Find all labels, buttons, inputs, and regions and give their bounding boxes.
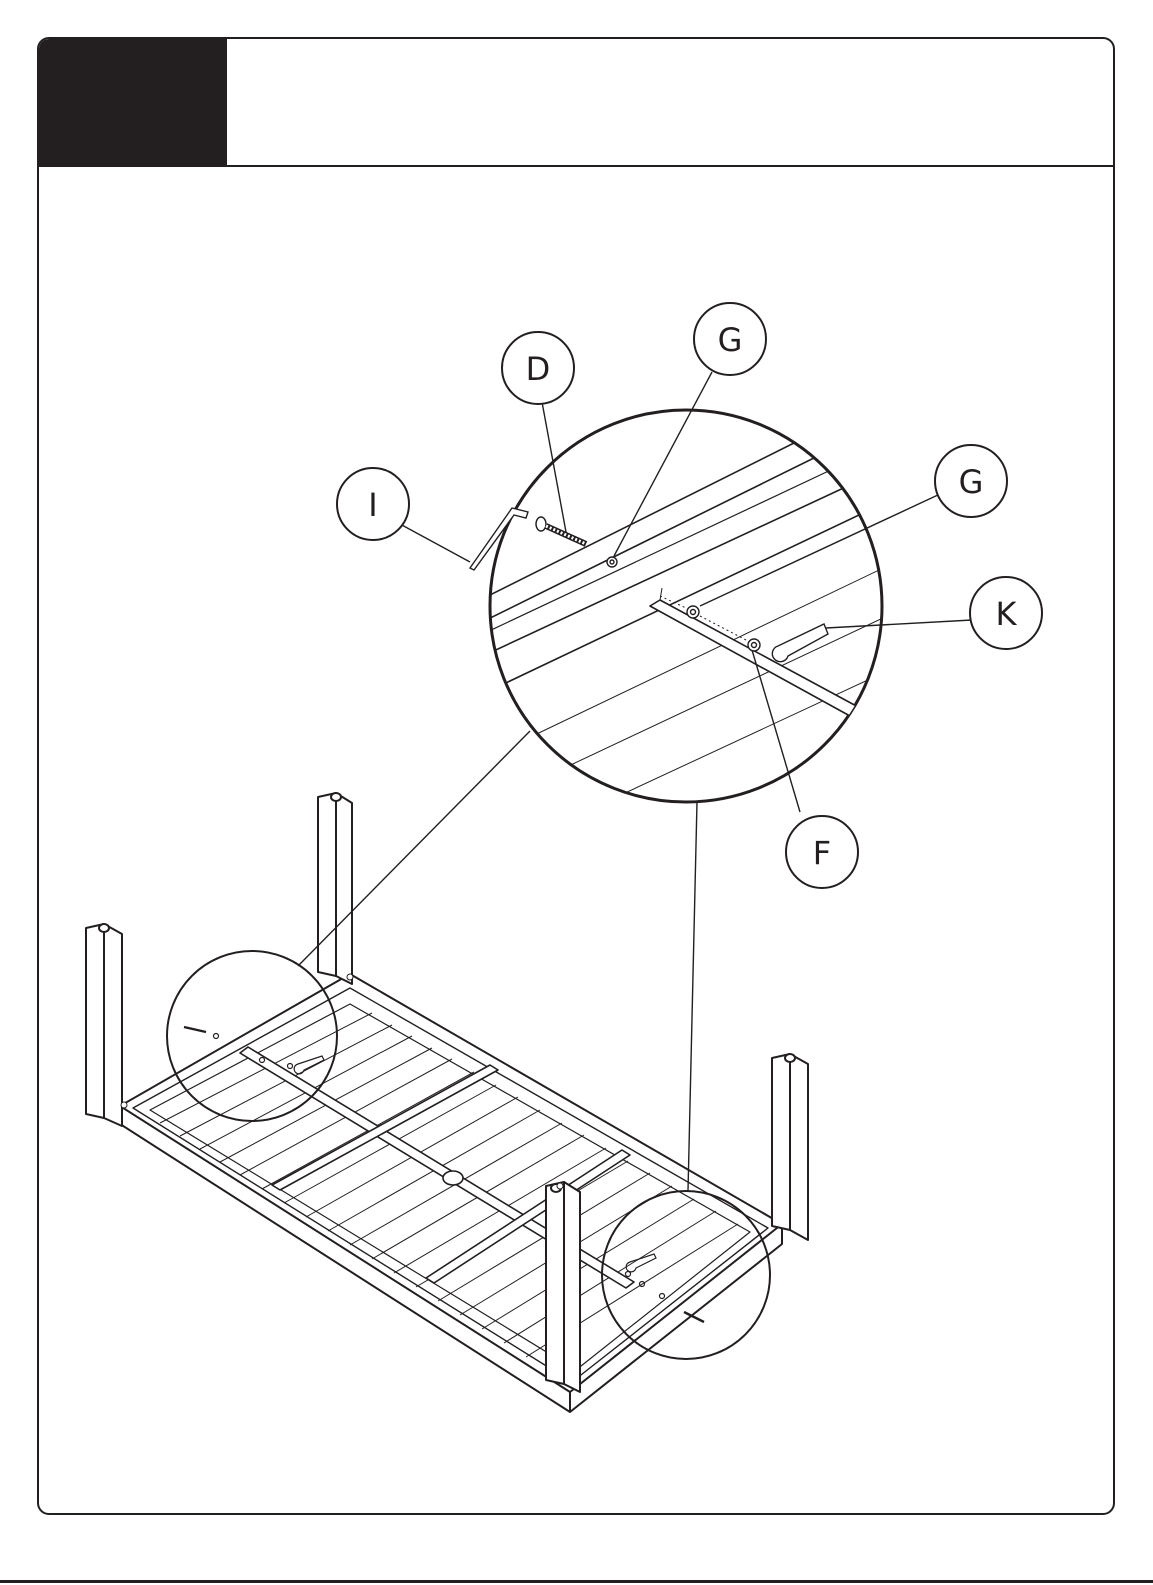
callout-g-top: G [694,303,766,375]
leg-front-right [772,1054,808,1240]
callout-g-top-label: G [718,321,743,359]
callout-k-label: K [996,595,1018,633]
callout-i-label: I [368,486,377,524]
callout-g-right-label: G [959,463,984,501]
callout-f-label: F [813,834,831,872]
magnified-detail [400,372,972,812]
leg-front-left [546,1182,580,1392]
callout-k: K [970,577,1042,649]
tabletop-frame [120,974,782,1412]
leg-back-right [318,793,352,984]
washer-g-right [687,606,699,618]
nut-f [748,639,760,651]
zoom-leader-right [688,802,697,1191]
callout-f: F [786,816,858,888]
callout-g-right: G [935,445,1007,517]
callout-d-label: D [526,350,551,388]
page-bottom-rule [0,1580,1153,1583]
leg-back-left [86,924,122,1126]
callout-d: D [502,332,574,404]
callout-i: I [337,468,409,540]
washer-g-top [607,557,617,567]
